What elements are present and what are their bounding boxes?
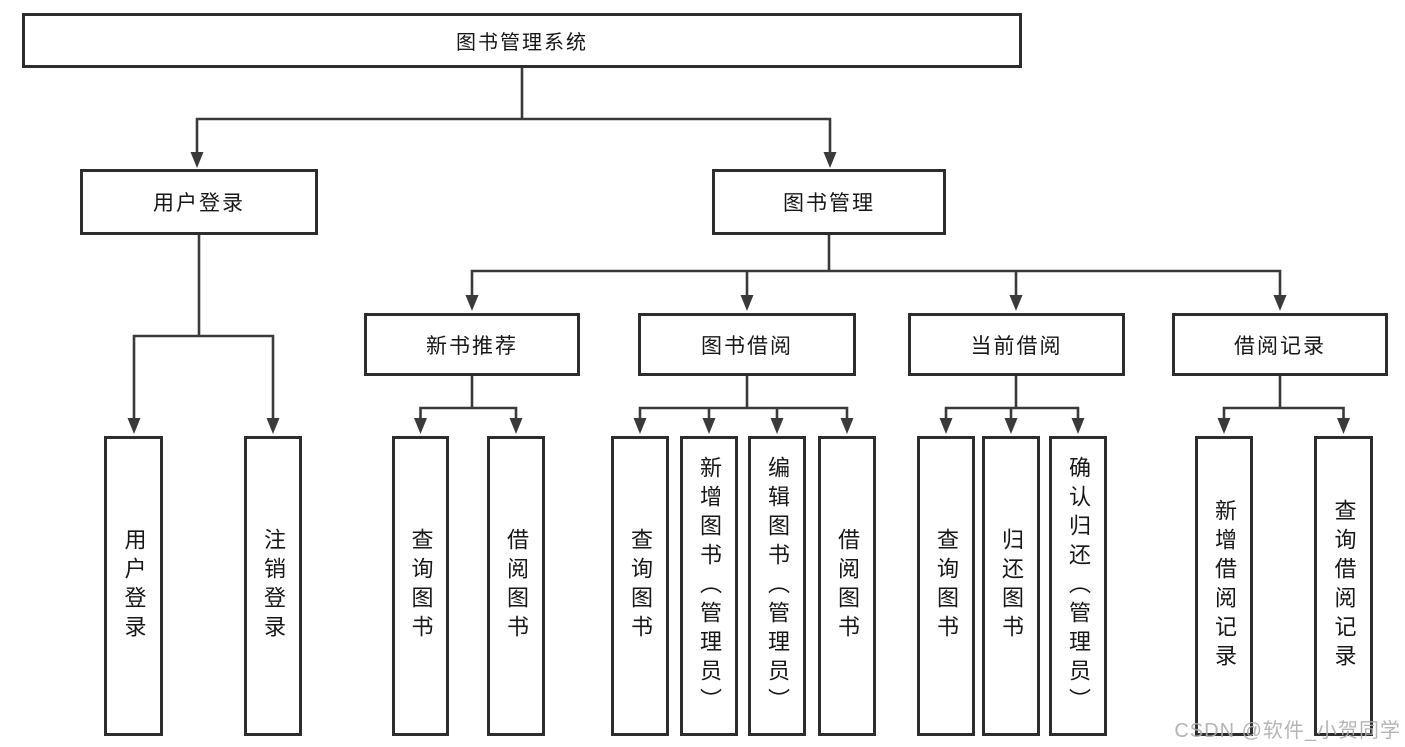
node-current-borrowing: 当前借阅 [908, 313, 1125, 376]
node-book-borrowing: 图书借阅 [638, 313, 856, 376]
node-book-management: 图书管理 [712, 169, 946, 235]
connector-book-management-to-level3 [470, 233, 1282, 298]
node-label: 确认归还（管理员） [1066, 455, 1091, 717]
leaf-user-login: 用户登录 [104, 436, 163, 736]
connector-borrowing-records-to-leaves [1222, 374, 1345, 422]
node-label: 用户登录 [121, 528, 147, 644]
node-label: 归还图书 [999, 528, 1024, 644]
leaf-confirm-return-admin: 确认归还（管理员） [1049, 436, 1107, 736]
node-label: 查询图书 [628, 528, 653, 644]
node-library-system: 图书管理系统 [22, 13, 1022, 68]
node-label: 借阅图书 [835, 528, 860, 644]
node-label: 编辑图书（管理员） [765, 455, 790, 717]
connector-new-book-recommendation-to-leaves [419, 374, 518, 422]
leaf-edit-book-admin: 编辑图书（管理员） [748, 436, 806, 736]
node-borrowing-records: 借阅记录 [1172, 313, 1388, 376]
node-user-login: 用户登录 [80, 169, 318, 235]
leaf-query-borrow-record: 查询借阅记录 [1314, 436, 1373, 736]
leaf-return-book: 归还图书 [982, 436, 1040, 736]
node-label: 新增借阅记录 [1212, 499, 1237, 673]
node-label: 注销登录 [261, 528, 286, 644]
node-label: 查询借阅记录 [1331, 499, 1357, 673]
leaf-query-books: 查询图书 [392, 436, 449, 736]
node-new-book-recommendation: 新书推荐 [364, 313, 580, 376]
leaf-query-books: 查询图书 [917, 436, 975, 736]
leaf-add-borrow-record: 新增借阅记录 [1195, 436, 1253, 736]
connector-book-borrowing-to-leaves [638, 374, 849, 422]
leaf-borrow-books: 借阅图书 [487, 436, 545, 736]
connector-root-to-level2 [195, 66, 832, 155]
node-label: 查询图书 [934, 528, 959, 644]
leaf-logout: 注销登录 [244, 436, 302, 736]
connector-current-borrowing-to-leaves [944, 374, 1080, 422]
node-label: 借阅图书 [504, 528, 529, 644]
node-label: 新增图书（管理员） [697, 455, 722, 717]
leaf-borrow-books: 借阅图书 [818, 436, 876, 736]
leaf-add-book-admin: 新增图书（管理员） [680, 436, 738, 736]
node-label: 查询图书 [408, 528, 434, 644]
leaf-query-books: 查询图书 [611, 436, 669, 736]
connector-user-login-to-leaves [132, 233, 275, 422]
